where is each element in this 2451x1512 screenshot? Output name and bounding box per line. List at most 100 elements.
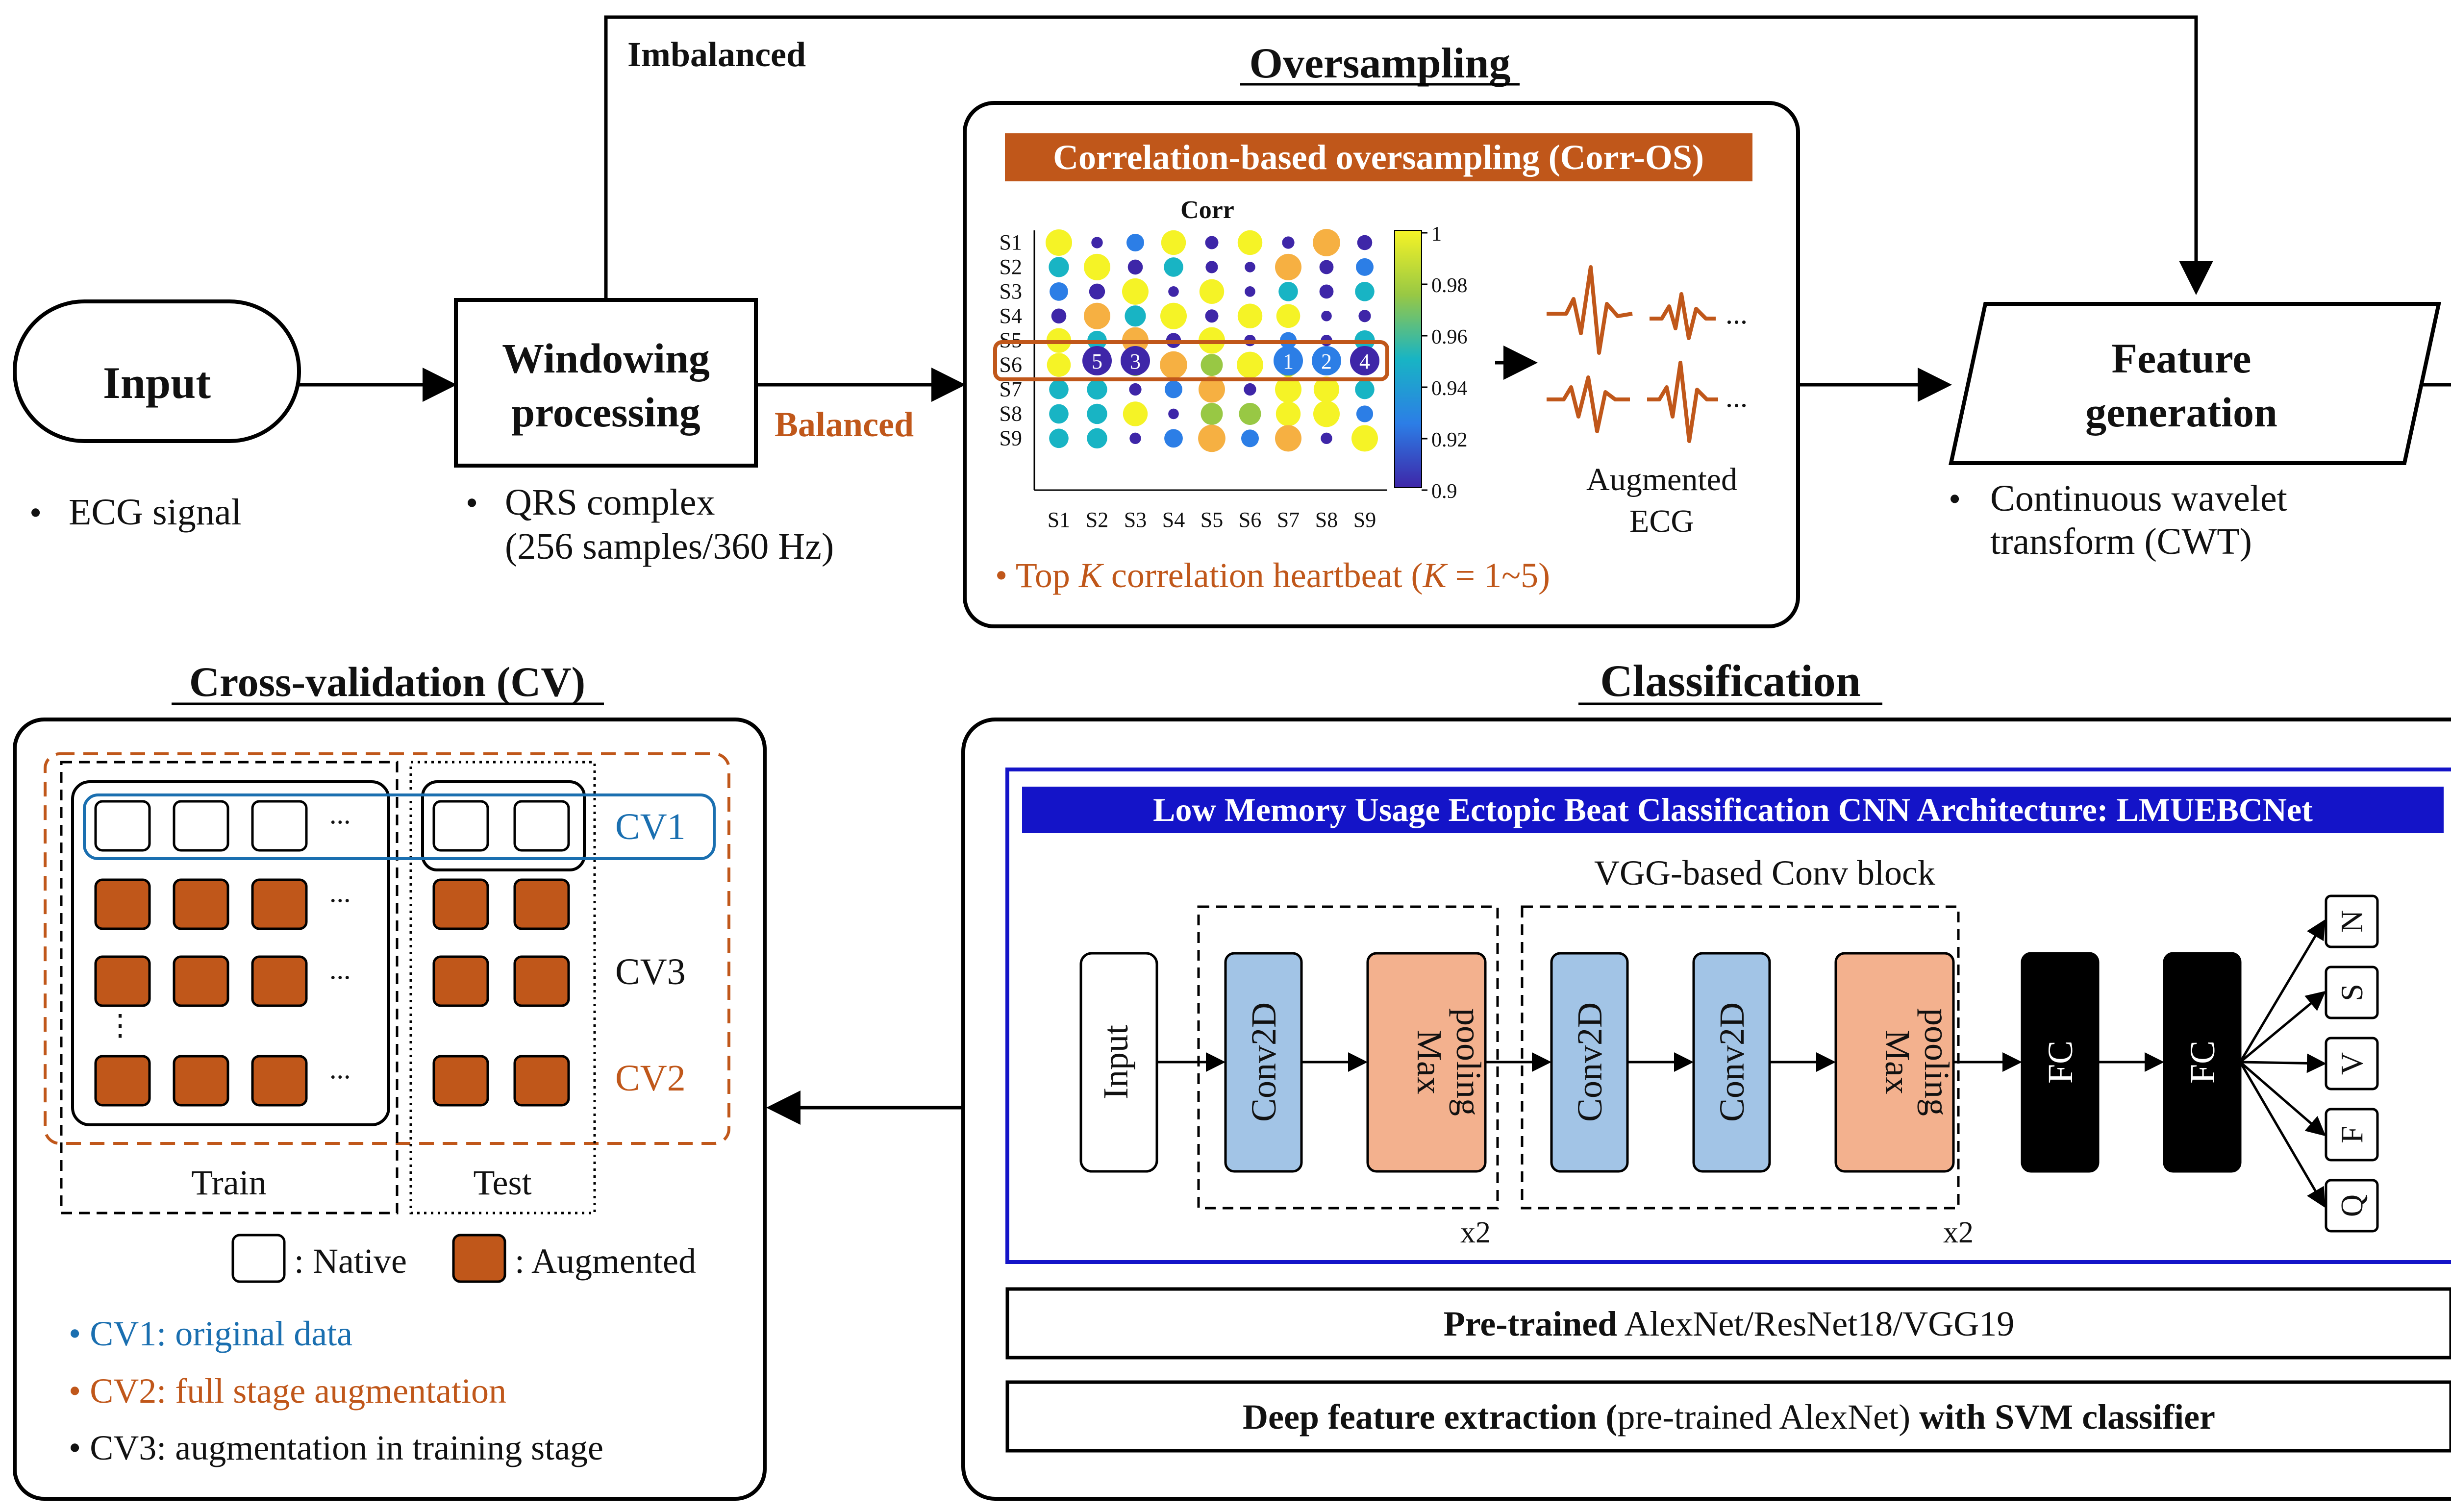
corr-bubble [1129, 432, 1141, 445]
corr-bubble [1164, 429, 1183, 448]
augmented-sample [432, 1055, 489, 1107]
corr-matrix [1046, 229, 1378, 452]
topk-pre: Top [1016, 556, 1070, 595]
corr-bubble [1160, 351, 1187, 379]
augmented-sample [173, 878, 229, 930]
corr-axis-y-label: S2 [1000, 255, 1022, 279]
native-sample [173, 800, 229, 852]
corr-bubble [1282, 236, 1295, 249]
augmented-sample [513, 878, 570, 930]
corr-bubble [1275, 253, 1301, 280]
vgg-block-label: VGG-based Conv block [1594, 853, 1935, 892]
cnn-banner-text: Low Memory Usage Ectopic Beat Classifica… [1153, 791, 2313, 828]
feature-bullet-1: Continuous wavelet [1990, 478, 2287, 519]
corr-bubble [1049, 379, 1069, 399]
legend-augmented-swatch [452, 1234, 506, 1283]
corr-bubble [1125, 305, 1146, 327]
corr-bubble [1278, 282, 1298, 301]
corr-bubble [1126, 234, 1144, 251]
corr-bubble [1084, 302, 1110, 329]
corr-bubble [1245, 286, 1255, 297]
output-class-label: Q [2334, 1194, 2369, 1217]
corr-bubble [1084, 253, 1110, 280]
topk-k2: K [1423, 556, 1449, 595]
layer-fc-2-label: FC [2183, 1041, 2222, 1084]
corr-bubble [1200, 402, 1223, 425]
cv-note-3: • CV3: augmentation in training stage [69, 1428, 603, 1467]
vgg-block-2-frame [1521, 905, 1960, 1210]
rank-badge-label: 2 [1321, 349, 1332, 373]
rank-badge [1312, 346, 1341, 375]
augmented-sample [94, 955, 151, 1007]
corr-bubble [1089, 283, 1105, 300]
corr-bubble [1122, 278, 1149, 305]
corr-bubble [1205, 309, 1219, 323]
pretrained-text: Pre-trained AlexNet/ResNet18/VGG19 [1444, 1304, 2014, 1343]
corr-bubble [1313, 376, 1340, 402]
output-class-label: V [2334, 1052, 2369, 1075]
cv-ellipsis-r1: ... [329, 798, 351, 830]
windowing-label-2: processing [511, 389, 700, 436]
corr-bubble [1275, 376, 1301, 403]
corr-bubble [1160, 302, 1187, 329]
output-arrow [2239, 991, 2326, 1063]
corr-bubble [1321, 310, 1332, 322]
corr-bubble [1239, 402, 1261, 425]
corr-bubble [1237, 303, 1263, 328]
corr-bubble [1205, 261, 1218, 273]
corr-bubble [1049, 257, 1069, 277]
augmented-ecg-waves [1547, 265, 1718, 443]
output-class-box [2325, 966, 2379, 1019]
corr-bubble [1313, 400, 1340, 427]
feature-label-1: Feature [2112, 335, 2251, 382]
cv1-frame [83, 793, 716, 860]
corr-bubble [1129, 383, 1142, 396]
colorbar-tick-label: 1 [1431, 223, 1442, 246]
augmented-sample [251, 878, 308, 930]
corr-bubble [1237, 230, 1263, 255]
layer-conv2d-3-label: Conv2D [1712, 1002, 1751, 1122]
corr-axis-y-label: S4 [1000, 304, 1022, 328]
deep-feature-box [1005, 1380, 2451, 1453]
corr-axis-x-label: S3 [1124, 508, 1147, 532]
corr-bubble [1319, 260, 1334, 274]
corr-axis-y-label: S6 [1000, 353, 1022, 377]
corr-axis-y-label: S9 [1000, 426, 1022, 450]
windowing-box [454, 298, 758, 468]
ecg-wave-2 [1650, 292, 1716, 340]
deep-feature-text: Deep feature extraction (pre-trained Ale… [1243, 1397, 2215, 1437]
feature-generation-box [1949, 302, 2441, 465]
corr-bubble [1357, 235, 1373, 250]
augmented-label-2: ECG [1629, 503, 1694, 539]
legend-native-label: : Native [294, 1241, 407, 1281]
augmented-sample [173, 1055, 229, 1107]
augmented-sample [173, 955, 229, 1007]
augmented-sample [251, 955, 308, 1007]
input-terminal [13, 299, 301, 443]
arrow-imbalanced [604, 15, 2213, 300]
corr-bubble [1164, 257, 1183, 277]
colorbar-tick-label: 0.9 [1431, 480, 1457, 503]
corr-matrix-title: Corr [1180, 196, 1234, 224]
rank-badge [1274, 346, 1303, 375]
corr-bubble [1161, 230, 1186, 255]
colorbar-tick-label: 0.98 [1431, 274, 1468, 297]
vgg-block-1-repeat: x2 [1460, 1216, 1491, 1249]
vgg-block-1-frame [1197, 905, 1499, 1210]
native-sample [94, 800, 151, 852]
cv-note-3-text: CV3: augmentation in training stage [90, 1428, 603, 1467]
corr-os-banner [1005, 133, 1752, 181]
corr-bubble [1047, 353, 1071, 377]
layer-maxpool-2-label-a: Max [1878, 1030, 1917, 1094]
rank-badge [1082, 346, 1112, 375]
cnn-banner [1022, 787, 2444, 833]
output-class-box [2325, 1108, 2379, 1162]
corr-bubble [1165, 380, 1182, 398]
input-bullet-dot: • [29, 493, 42, 532]
pretrained-bold: Pre-trained [1444, 1304, 1618, 1343]
corr-bubble [1355, 282, 1375, 301]
native-sample [251, 800, 308, 852]
augmented-label-1: Augmented [1586, 462, 1737, 497]
